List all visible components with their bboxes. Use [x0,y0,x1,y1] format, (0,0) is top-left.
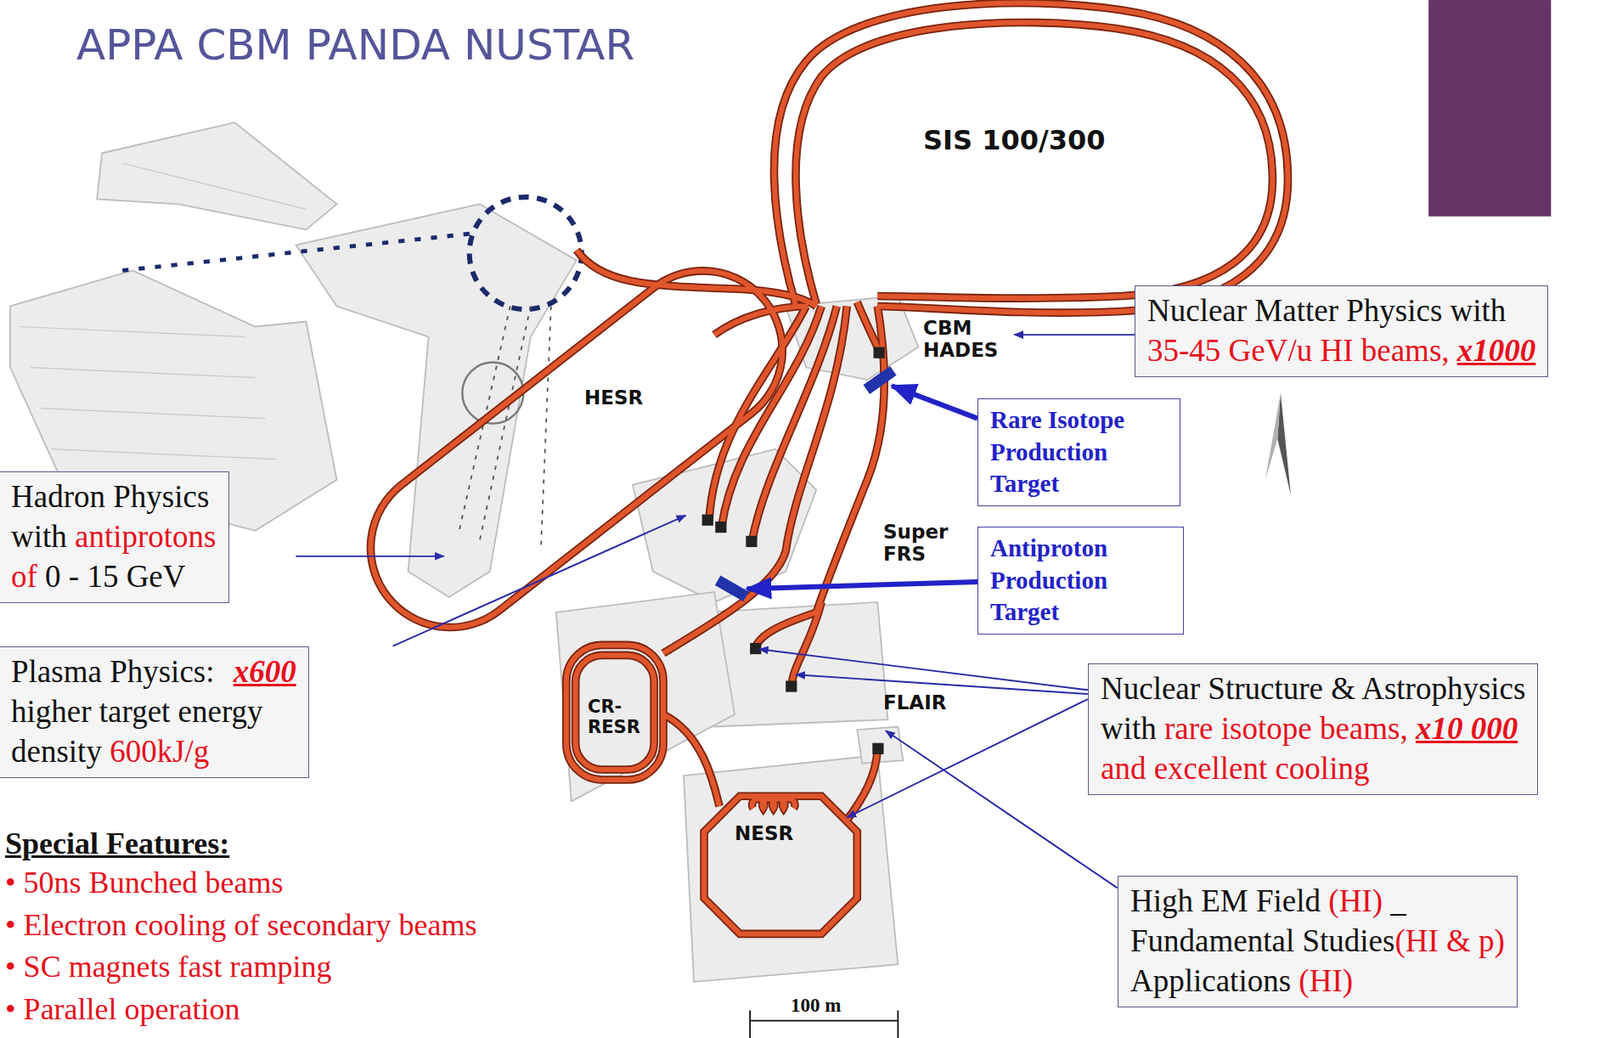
callout-text: Applications [1130,961,1291,1002]
target-label-box: Rare Isotope Production Target [977,398,1181,507]
callout-text: of [11,557,38,598]
callout-text: x1000 [1457,331,1537,372]
callout-text: 600kJ/g [109,732,209,772]
text-line: Hadron Physics [11,477,217,518]
scale-label: 100 m [790,993,841,1018]
text-line: withrare isotope beams,x10 000 [1100,709,1526,750]
callout-text: with [1100,709,1157,750]
feature-item: • 50ns Bunched beams [5,864,284,902]
text-line: higher target energy [11,692,297,733]
feature-item: • Electron cooling of secondary beams [5,907,477,944]
callout-text: density [11,732,102,772]
target-text: Rare Isotope Production Target [990,404,1168,501]
callout-text: Plasma Physics: [11,652,215,693]
experiment-name: CBM HADES [923,316,998,362]
physics-callout: Plasma Physics: x600higher target energyd… [0,646,310,778]
callout-text: Fundamental Studies [1130,921,1395,962]
physics-callout: Nuclear Structure & Astrophysicswithrare… [1087,663,1539,795]
feature-item: • SC magnets fast ramping [5,948,333,986]
features-heading: Special Features: [5,825,230,862]
callout-text: _ [1390,881,1407,922]
text-line: withantiprotons [11,517,217,558]
ring-name: NESR [734,822,794,845]
callout-text: (HI) [1298,961,1353,1002]
callout-text: Nuclear Matter Physics with [1147,291,1506,332]
callout-text: antiprotons [74,517,216,558]
callout-text: with [11,517,68,558]
text-line: Fundamental Studies(HI & p) [1130,921,1505,962]
target-label-box: Antiproton Production Target [977,526,1184,635]
feature-item: • Parallel operation [5,991,241,1028]
target-text: Antiproton Production Target [990,532,1172,629]
text-line: Nuclear Matter Physics with [1147,291,1536,332]
slide-title: APPA CBM PANDA NUSTAR [76,20,635,70]
callout-text: rare isotope beams, [1164,709,1409,750]
callout-text: x10 000 [1415,709,1518,750]
text-line: density600kJ/g [11,732,297,772]
callout-text: Nuclear Structure & Astrophysics [1100,669,1526,710]
ring-name: CR- RESR [587,696,641,738]
ring-name: SIS 100/300 [923,124,1105,157]
facility-name: FLAIR [883,691,947,714]
ring-name: HESR [584,386,643,409]
callout-text: and excellent cooling [1100,749,1370,789]
physics-callout: Hadron Physicswithantiprotonsof0 - 15 Ge… [0,471,230,603]
text-line: High EM Field(HI)_ [1130,881,1505,922]
callout-text: 0 - 15 GeV [45,557,186,598]
callout-text: 35-45 GeV/u HI beams, [1147,331,1450,372]
separator-name: Super FRS [883,520,948,566]
text-line: Nuclear Structure & Astrophysics [1100,669,1526,710]
physics-callout: Nuclear Matter Physics with35-45 GeV/u H… [1134,285,1549,378]
callout-text: x600 [233,652,297,693]
callout-text: (HI & p) [1394,921,1505,962]
callout-text: Hadron Physics [11,477,209,518]
text-line: 35-45 GeV/u HI beams,x1000 [1147,331,1536,372]
text-line: and excellent cooling [1100,749,1526,789]
physics-callout: High EM Field(HI)_Fundamental Studies(HI… [1117,875,1518,1008]
text-line: of0 - 15 GeV [11,557,217,598]
callout-text: higher target energy [11,692,264,733]
callout-text: (HI) [1328,881,1383,922]
callout-text: High EM Field [1130,881,1321,922]
text-line: Plasma Physics: x600 [11,652,297,693]
text-line: Applications(HI) [1130,961,1505,1002]
